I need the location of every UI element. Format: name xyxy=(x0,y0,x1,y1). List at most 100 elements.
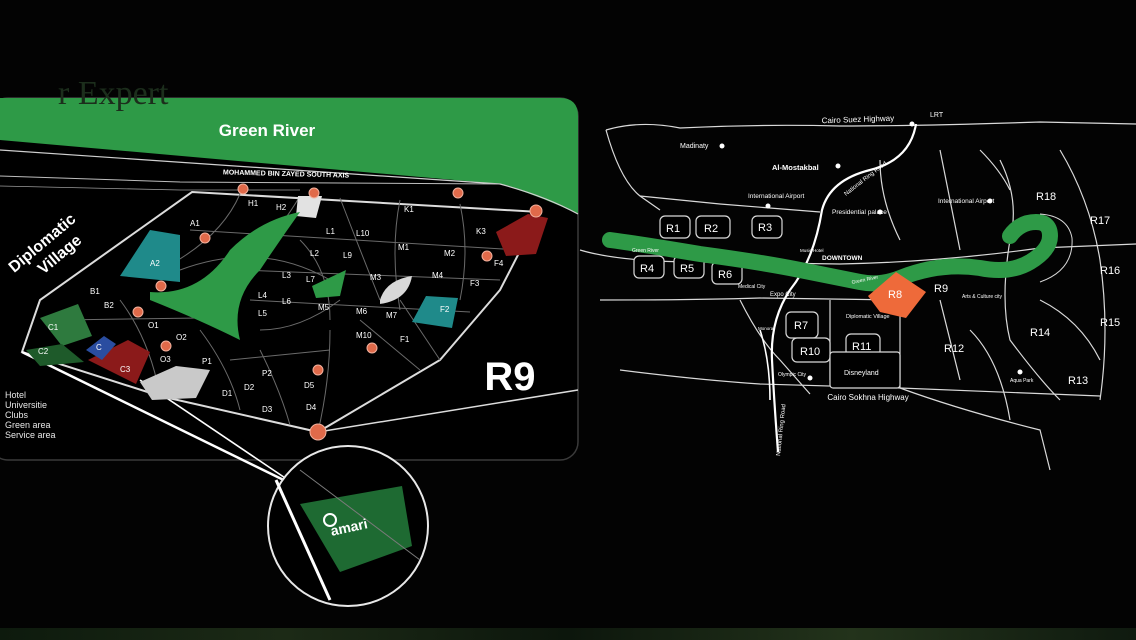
plot-label: B2 xyxy=(104,301,114,310)
district-r4: R4 xyxy=(640,263,654,275)
green-block-c1 xyxy=(40,304,92,346)
plot-label: P2 xyxy=(262,369,272,378)
plot-label: O3 xyxy=(160,355,171,364)
place-olympic-city: Olympic City xyxy=(778,372,807,378)
legend-item-green-area: Green area xyxy=(5,420,51,430)
plot-label: H2 xyxy=(276,203,287,212)
place-madinaty: Madinaty xyxy=(680,143,709,150)
watermark-text: r Expert xyxy=(58,75,169,112)
plot-label: L6 xyxy=(282,297,291,306)
district-r7: R7 xyxy=(794,320,808,332)
place-presidential: Presidential palace xyxy=(832,209,887,216)
district-r13: R13 xyxy=(1068,375,1088,387)
district-r8: R8 xyxy=(888,289,902,301)
plot-label: L3 xyxy=(282,271,291,280)
district-r3: R3 xyxy=(758,222,772,234)
plot-label: L2 xyxy=(310,249,319,258)
district-r5: R5 xyxy=(680,263,694,275)
district-r14: R14 xyxy=(1030,327,1050,339)
place-downtown: DOWNTOWN xyxy=(822,255,863,262)
road-cairo-sokhna: Cairo Sokhna Highway xyxy=(827,393,908,402)
place-airport-west: International Airport xyxy=(748,193,805,200)
plot-label: A1 xyxy=(190,219,200,228)
new-capital-map xyxy=(579,121,1136,471)
blue-block-c xyxy=(86,336,116,360)
plot-label: F4 xyxy=(494,259,504,268)
teal-block-f2 xyxy=(412,296,458,328)
road-label: MOHAMMED BIN ZAYED SOUTH AXIS xyxy=(223,169,350,179)
place-disneyland: Disneyland xyxy=(844,370,879,377)
plot-label: L10 xyxy=(356,229,370,238)
plot-label: L5 xyxy=(258,309,267,318)
r9-master-plan xyxy=(0,97,579,607)
red-block-c3 xyxy=(88,340,150,384)
plot-label: C1 xyxy=(48,323,59,332)
plot-label: L1 xyxy=(326,227,335,236)
plot-label: M1 xyxy=(398,243,410,252)
district-r15: R15 xyxy=(1100,317,1120,329)
green-river-title: Green River xyxy=(219,121,316,140)
plot-label: D5 xyxy=(304,381,315,390)
grey-oval xyxy=(380,276,412,304)
district-r9: R9 xyxy=(934,283,948,295)
plot-label: L9 xyxy=(343,251,352,260)
district-r11: R11 xyxy=(852,341,871,353)
district-label-r9: R9 xyxy=(484,355,535,399)
road-lrt: LRT xyxy=(930,112,944,119)
district-r2: R2 xyxy=(704,223,718,235)
bottom-foliage-strip xyxy=(0,628,1136,640)
plot-label: L7 xyxy=(306,275,315,284)
red-block-k3 xyxy=(496,214,548,256)
plot-label: B1 xyxy=(90,287,100,296)
legend-item-hotel: Hotel xyxy=(5,390,27,400)
road-ring-south: National Ring Road xyxy=(776,404,787,456)
plot-label: M3 xyxy=(370,273,382,282)
plot-label: O1 xyxy=(148,321,159,330)
plot-label: D1 xyxy=(222,389,233,398)
grey-block-top xyxy=(296,196,322,218)
place-al-mostakbal: Al-Mostakbal xyxy=(772,163,819,172)
plot-labels: H1 H2 K1 K3 F4 A1 A2 L1 L10 M1 M2 L2 L9 … xyxy=(38,199,504,414)
callout-circle xyxy=(267,445,429,607)
junction-nodes xyxy=(132,183,543,441)
plot-label: M4 xyxy=(432,271,444,280)
legend-item-clubs: Clubs xyxy=(5,410,29,420)
plot-label: D4 xyxy=(306,403,317,412)
place-expo-city: Expo City xyxy=(770,292,796,298)
plot-label: M6 xyxy=(356,307,368,316)
district-r10: R10 xyxy=(800,346,820,358)
plot-label: D2 xyxy=(244,383,255,392)
central-park xyxy=(150,212,300,340)
legend-item-service-area: Service area xyxy=(5,430,56,440)
place-airport-east: International Airport xyxy=(938,198,995,205)
plot-label: F3 xyxy=(470,279,480,288)
legend-item-universities: Universitie xyxy=(5,400,48,410)
place-aqua-park: Aqua Park xyxy=(1010,378,1034,384)
grey-block-service xyxy=(140,366,210,400)
plot-label: O2 xyxy=(176,333,187,342)
place-music-hotel: Music Hotel xyxy=(800,248,824,253)
district-labels: R1 R2 R3 R4 R5 R6 R7 R8 R9 R10 R11 R12 R… xyxy=(640,191,1120,387)
r8-highlight xyxy=(868,272,926,318)
plot-label: F1 xyxy=(400,335,410,344)
district-r6: R6 xyxy=(718,269,732,281)
district-r1: R1 xyxy=(666,223,680,235)
plot-label: C xyxy=(96,343,102,352)
plot-label: A2 xyxy=(150,259,160,268)
road-cairo-suez: Cairo Suez Highway xyxy=(822,114,895,126)
plot-label: L4 xyxy=(258,291,267,300)
plot-label: M2 xyxy=(444,249,456,258)
road-green-river-west: Green River xyxy=(632,248,659,254)
plot-label: C3 xyxy=(120,365,131,374)
plot-label: C2 xyxy=(38,347,49,356)
teal-block-a2 xyxy=(120,230,180,282)
green-block-c2 xyxy=(26,344,84,366)
district-r18: R18 xyxy=(1036,191,1056,203)
district-r17: R17 xyxy=(1090,215,1110,227)
plot-label: K3 xyxy=(476,227,486,236)
place-medical-city: Medical City xyxy=(738,284,766,290)
plot-label: M10 xyxy=(356,331,372,340)
plot-label: D3 xyxy=(262,405,273,414)
district-r16: R16 xyxy=(1100,265,1120,277)
